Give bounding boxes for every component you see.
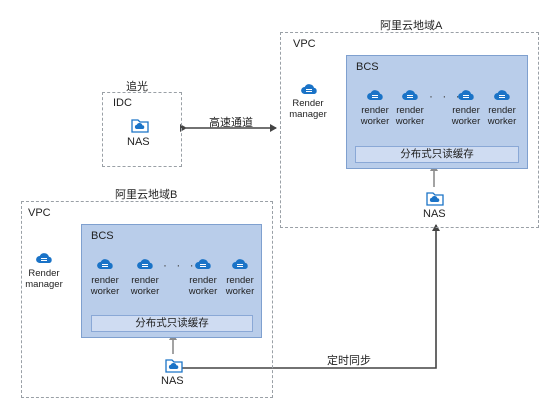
idc-nas-icon <box>131 117 149 138</box>
region-a-render-manager-icon <box>300 80 318 101</box>
region-b-nas-icon <box>165 357 183 378</box>
region-b-bcs-label: BCS <box>91 230 114 242</box>
region-a-worker-3-line1: render <box>452 105 480 116</box>
region-a-worker-4-line1: render <box>488 105 516 116</box>
region-a-worker-3-line2: worker <box>451 116 481 127</box>
idc-label: IDC <box>113 97 132 109</box>
region-b-render-manager-line2: manager <box>25 279 63 290</box>
region-a-nas-label: NAS <box>423 208 446 220</box>
region-b-title: 阿里云地域B <box>115 189 178 201</box>
region-b-worker-1-icon <box>96 255 113 271</box>
region-a-render-manager-line1: Render <box>292 98 324 109</box>
region-b-distributed-cache: 分布式只读缓存 <box>91 315 253 332</box>
region-a-worker-3-icon <box>457 86 474 102</box>
region-b-worker-2-line2: worker <box>130 286 160 297</box>
idc-caption: 追光 <box>126 81 148 93</box>
region-a-vpc-box <box>280 32 539 228</box>
region-a-worker-2-icon <box>401 86 418 102</box>
region-a-worker-1-icon <box>366 86 383 102</box>
region-a-bcs-label: BCS <box>356 61 379 73</box>
region-b-worker-2-line1: render <box>131 275 159 286</box>
region-a-nas-icon <box>426 190 444 211</box>
region-b-render-manager-line1: Render <box>28 268 60 279</box>
idc-nas-label: NAS <box>127 136 150 148</box>
region-a-render-manager-label: Render manager <box>284 98 332 120</box>
region-a-worker-4-icon <box>493 86 510 102</box>
region-a-distributed-cache: 分布式只读缓存 <box>355 146 519 163</box>
region-b-worker-3-line1: render <box>189 275 217 286</box>
region-b-worker-4-line2: worker <box>225 286 255 297</box>
region-a-worker-2-line2: worker <box>395 116 425 127</box>
region-a-worker-1-line1: render <box>361 105 389 116</box>
region-a-title: 阿里云地域A <box>380 20 443 32</box>
region-b-vpc-box <box>21 201 273 398</box>
region-b-worker-1-line2: worker <box>90 286 120 297</box>
region-a-worker-1-line2: worker <box>360 116 390 127</box>
idc-box <box>102 92 182 167</box>
timed-sync-label: 定时同步 <box>327 355 371 367</box>
timed-sync-arrow <box>177 224 440 372</box>
region-b-worker-3-icon <box>194 255 211 271</box>
region-b-ellipsis: · · · · <box>163 258 210 272</box>
region-b-nas-label: NAS <box>161 375 184 387</box>
region-a-worker-4-line2: worker <box>487 116 517 127</box>
region-a-worker-2-line1: render <box>396 105 424 116</box>
high-speed-link-label: 高速通道 <box>209 117 253 129</box>
region-b-render-manager-label: Render manager <box>20 268 68 290</box>
region-b-render-manager-icon <box>35 249 53 270</box>
region-b-vpc-label: VPC <box>28 207 51 219</box>
region-b-worker-4-line1: render <box>226 275 254 286</box>
region-a-vpc-label: VPC <box>293 38 316 50</box>
region-b-worker-2-icon <box>136 255 153 271</box>
region-a-render-manager-line2: manager <box>289 109 327 120</box>
region-b-worker-1-line1: render <box>91 275 119 286</box>
region-b-worker-3-line2: worker <box>188 286 218 297</box>
region-b-worker-4-icon <box>231 255 248 271</box>
